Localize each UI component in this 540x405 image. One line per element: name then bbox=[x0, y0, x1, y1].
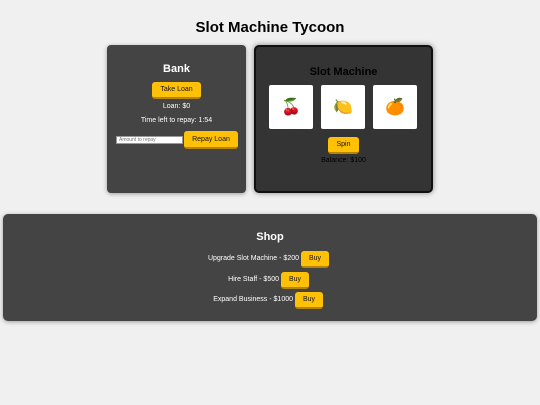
repay-amount-input[interactable] bbox=[116, 136, 183, 144]
buy-expand-button[interactable]: Buy bbox=[295, 292, 323, 309]
slot-machine-heading: Slot Machine bbox=[309, 66, 378, 78]
buy-staff-button[interactable]: Buy bbox=[281, 272, 309, 289]
repay-loan-button[interactable]: Repay Loan bbox=[184, 131, 238, 149]
slot-machine-panel: Slot Machine 🍒 🍋 🍊 Spin Balance: $100 bbox=[254, 45, 433, 193]
balance-text: Balance: $100 bbox=[321, 157, 366, 164]
bank-heading: Bank bbox=[163, 63, 190, 75]
take-loan-button[interactable]: Take Loan bbox=[152, 82, 201, 99]
spin-button[interactable]: Spin bbox=[328, 137, 359, 154]
page-title: Slot Machine Tycoon bbox=[195, 19, 345, 36]
orange-icon: 🍊 bbox=[373, 85, 417, 129]
bank-panel: Bank Take Loan Loan: $0 Time left to rep… bbox=[107, 45, 246, 193]
shop-item-label: Hire Staff - $500 bbox=[228, 276, 279, 283]
lemon-icon: 🍋 bbox=[321, 85, 365, 129]
loan-amount-text: Loan: $0 bbox=[162, 103, 191, 110]
shop-item-label: Expand Business - $1000 bbox=[213, 296, 293, 303]
time-left-text: Time left to repay: 1:54 bbox=[140, 117, 213, 124]
shop-panel: Shop Upgrade Slot Machine - $200 Buy Hir… bbox=[3, 214, 537, 321]
cherry-icon: 🍒 bbox=[269, 85, 313, 129]
shop-heading: Shop bbox=[256, 231, 284, 243]
shop-item-label: Upgrade Slot Machine - $200 bbox=[207, 255, 299, 262]
buy-upgrade-button[interactable]: Buy bbox=[301, 251, 329, 268]
